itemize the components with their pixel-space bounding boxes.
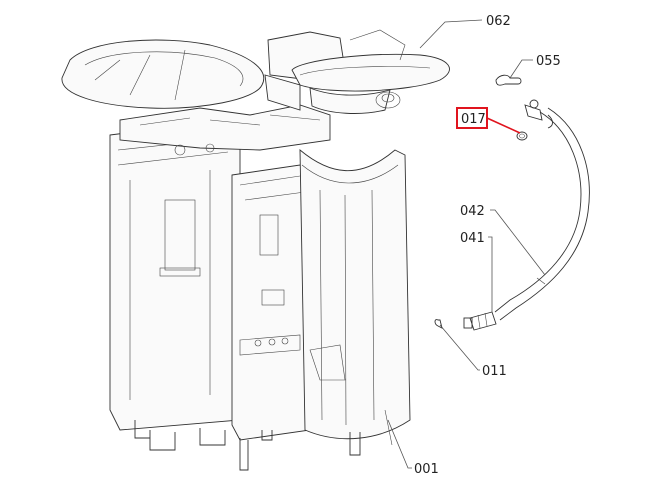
highlight-box-017 <box>456 107 488 129</box>
callout-055: 055 <box>536 54 561 69</box>
callout-001: 001 <box>414 462 439 477</box>
seal-part-017 <box>516 131 528 141</box>
leader-lines <box>387 19 546 469</box>
callout-011: 011 <box>482 364 507 379</box>
hose-part-042 <box>494 99 590 321</box>
callout-062: 062 <box>486 14 511 29</box>
housing-part-001 <box>61 39 411 471</box>
highlight-leader-017 <box>486 117 521 134</box>
callout-017: 017 <box>461 112 486 127</box>
callout-041: 041 <box>460 231 485 246</box>
funnel-part-062 <box>264 29 450 114</box>
pin-part-011 <box>434 319 443 329</box>
callout-042: 042 <box>460 204 485 219</box>
clip-part-055 <box>495 74 522 86</box>
connector-part-041 <box>463 311 497 331</box>
